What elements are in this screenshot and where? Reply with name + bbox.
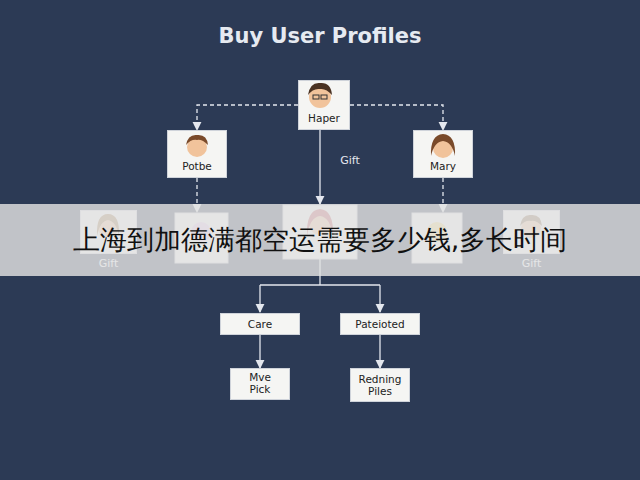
profile-box: Potbe [167, 130, 227, 178]
profile-box: Mary [413, 130, 473, 178]
avatar-face [308, 83, 332, 108]
split-bar [260, 284, 380, 285]
process-box: Redning Piles [350, 368, 410, 402]
connector-arrow [379, 335, 380, 368]
node-text: Potbe [168, 160, 226, 172]
avatar-face [431, 134, 455, 158]
gift-line [319, 130, 320, 204]
watermark-text: 上海到加德满都空运需要多少钱,多长时间 [10, 222, 630, 258]
node-text: Mve Pick [243, 371, 277, 395]
edge-label: Gift [330, 154, 370, 167]
connector-arrow [197, 105, 298, 130]
avatar-face [186, 135, 208, 157]
process-box: Mve Pick [230, 368, 290, 400]
node-text: Pateioted [341, 318, 419, 330]
node-text: Mary [414, 160, 472, 172]
process-box: Care [220, 313, 300, 335]
profile-box: Haper [298, 80, 350, 130]
split-left [259, 285, 260, 312]
diagram-title: Buy User Profiles [0, 24, 640, 48]
process-box: Pateioted [340, 313, 420, 335]
node-text: Haper [299, 112, 349, 124]
connector-arrow [259, 335, 260, 368]
node-text: Redning Piles [355, 373, 405, 397]
connector-arrow [350, 105, 443, 130]
split-right [379, 285, 380, 312]
node-text: Care [221, 318, 299, 330]
